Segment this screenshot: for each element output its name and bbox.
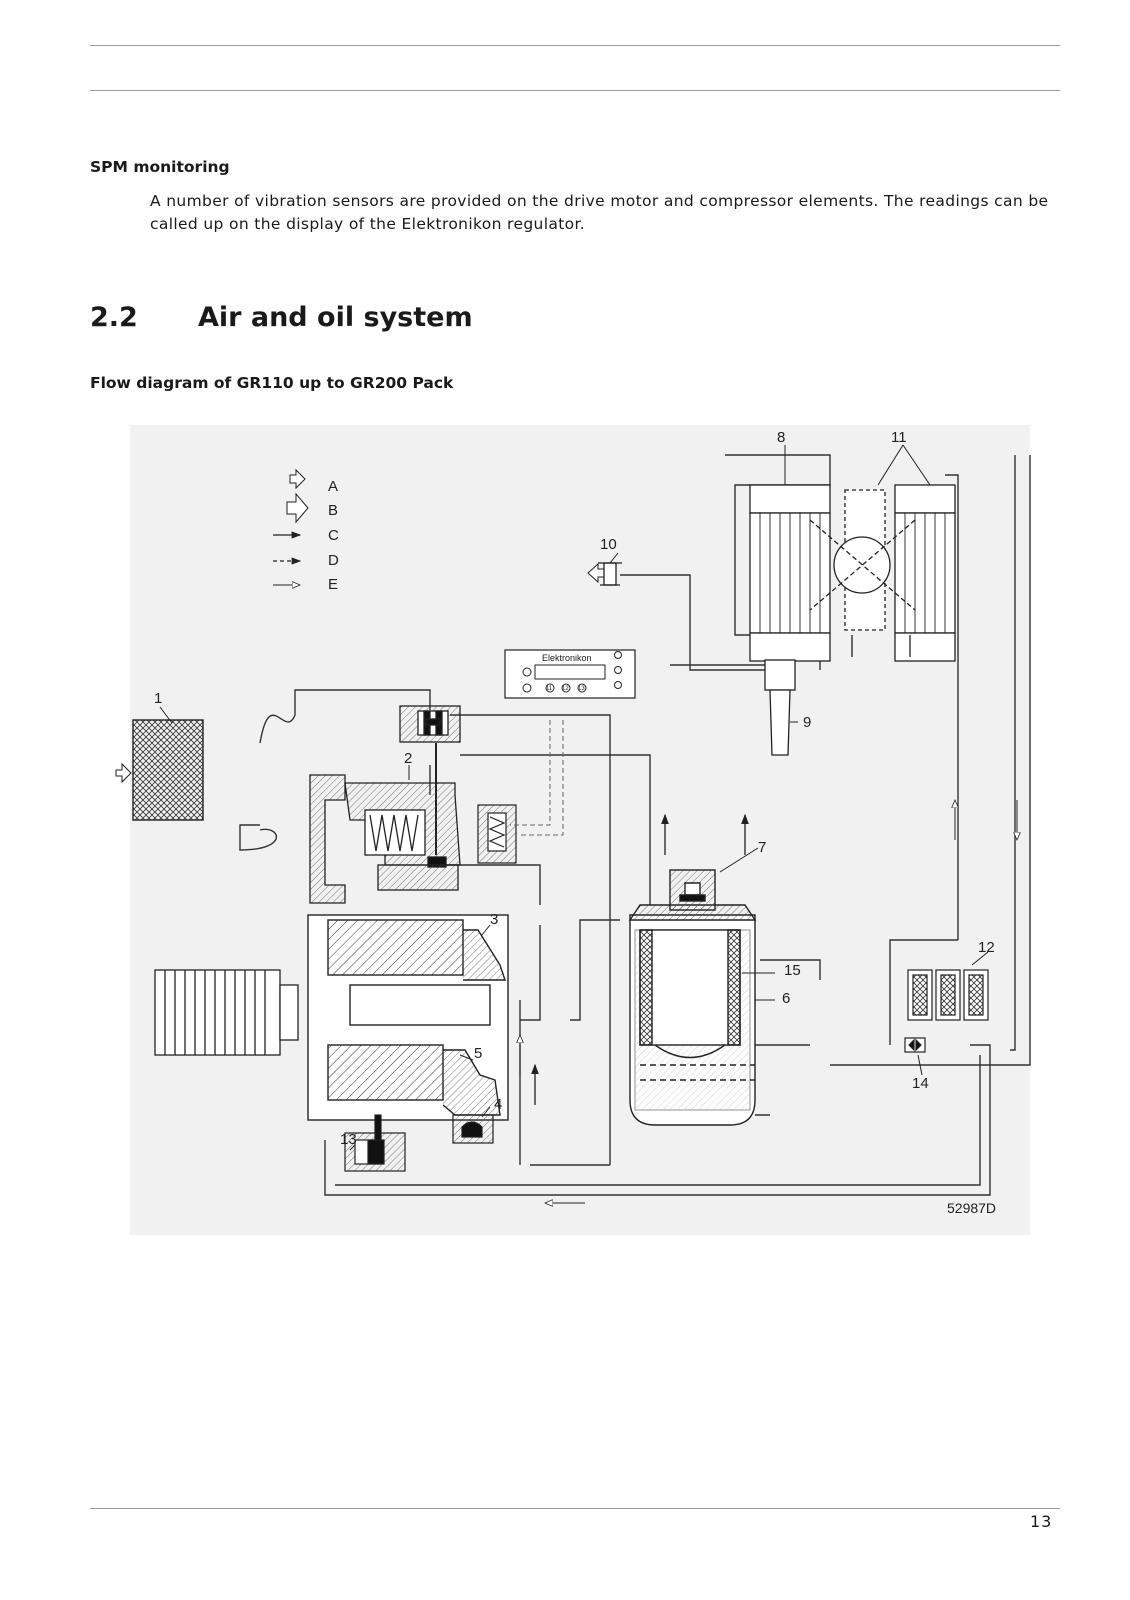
oil-filters: [907, 969, 989, 1021]
callout-4: 4: [494, 1096, 502, 1113]
pipework: [239, 454, 1031, 1196]
legend-arrow-b: [286, 492, 309, 524]
cooler-assembly: [749, 484, 956, 662]
compressor-element: [307, 914, 509, 1121]
page-number: 13: [1030, 1512, 1053, 1531]
spm-heading: SPM monitoring: [90, 158, 230, 176]
water-separator: [764, 659, 796, 756]
controller-label: Elektronikon: [542, 653, 592, 663]
legend-label-b: B: [328, 502, 338, 519]
figure-code: 52987D: [947, 1200, 996, 1216]
oil-stop-valve-13: [344, 1114, 406, 1172]
leader-lines: [159, 444, 989, 1151]
header-rule-bottom: [90, 90, 1060, 91]
controller-button-11: 11: [546, 686, 553, 692]
air-receiver: [628, 869, 770, 1126]
legend-arrow-a: [289, 468, 306, 490]
check-valve-4: [452, 1114, 494, 1144]
spm-paragraph: A number of vibration sensors are provid…: [150, 192, 1049, 233]
inlet-valve: [309, 705, 461, 904]
section-number: 2.2: [90, 302, 138, 333]
controller-button-12: 12: [562, 686, 569, 692]
callout-10: 10: [600, 536, 617, 553]
inlet-arrow: [115, 762, 132, 784]
callout-1: 1: [154, 690, 162, 707]
callout-6: 6: [782, 990, 790, 1007]
controller-button-13: 13: [578, 686, 585, 692]
bypass-valve: [904, 1037, 926, 1053]
section-title: Air and oil system: [198, 302, 473, 333]
legend-label-c: C: [328, 527, 339, 544]
air-filter: [132, 719, 204, 821]
legend-label-d: D: [328, 552, 339, 569]
callout-2: 2: [404, 750, 412, 767]
control-wires: [510, 720, 564, 836]
callout-9: 9: [803, 714, 811, 731]
flow-diagram: A B C D E: [115, 425, 1031, 1235]
callout-11: 11: [891, 429, 907, 446]
legend: [273, 468, 309, 585]
callout-15: 15: [784, 962, 801, 979]
figure-heading: Flow diagram of GR110 up to GR200 Pack: [90, 374, 454, 392]
callout-8: 8: [777, 429, 785, 446]
callout-5: 5: [474, 1045, 482, 1062]
callout-14: 14: [912, 1075, 929, 1092]
callout-13: 13: [340, 1131, 357, 1148]
legend-label-a: A: [328, 478, 338, 495]
legend-label-e: E: [328, 576, 338, 593]
footer-rule: [90, 1508, 1060, 1509]
header-rule-top: [90, 45, 1060, 46]
drive-motor: [154, 969, 299, 1056]
callout-12: 12: [978, 939, 995, 956]
callout-3: 3: [490, 911, 498, 928]
solenoid-valve: [477, 804, 517, 864]
callout-7: 7: [758, 839, 766, 856]
elektronikon-controller: Elektronikon: [504, 649, 636, 699]
